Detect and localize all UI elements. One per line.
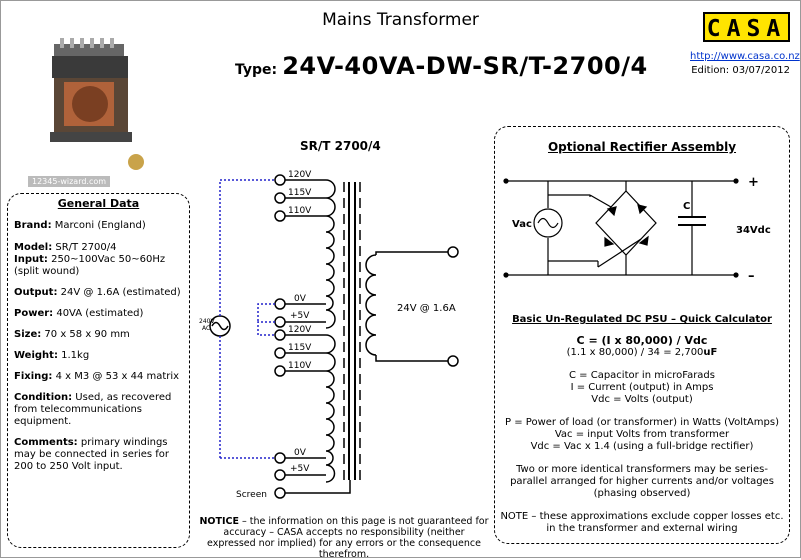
tap-120-b: 120V: [288, 325, 312, 335]
comments-label: Comments:: [14, 437, 78, 448]
primary-jumper: [257, 321, 275, 336]
input-label: Input:: [14, 254, 48, 265]
primary-coil-a: [325, 179, 336, 329]
schematic-title: SR/T 2700/4: [300, 139, 381, 153]
page-title: Mains Transformer: [322, 10, 479, 30]
transformer-schematic: 120V 115V 110V 0V +5V 120V 115V 110V 0V …: [199, 170, 459, 500]
rect-cap-label: C: [683, 201, 690, 212]
rectifier-panel: [494, 126, 790, 544]
rect-vac-label: Vac: [512, 219, 532, 230]
type-line: Type: 24V-40VA-DW-SR/T-2700/4: [235, 52, 648, 80]
brand-row: Brand: Marconi (England): [14, 220, 183, 232]
power-row: Power: 40VA (estimated): [14, 308, 183, 320]
tap-110-b: 110V: [288, 361, 312, 371]
weight-row: Weight: 1.1kg: [14, 350, 183, 362]
screen-lead: [285, 480, 351, 494]
power-label: Power:: [14, 308, 54, 319]
rect-minus: –: [748, 269, 755, 284]
primary-b-leads: [274, 329, 326, 481]
calculator-subtitle: Basic Un-Regulated DC PSU – Quick Calcul…: [512, 314, 772, 325]
calc-def-5: Vac = input Volts from transformer: [554, 429, 730, 440]
size-label: Size:: [14, 329, 42, 340]
website-link[interactable]: http://www.casa.co.nz: [690, 51, 800, 62]
type-label: Type:: [235, 62, 278, 78]
calc-def-1: C = Capacitor in microFarads: [569, 370, 715, 381]
ac-source-sine: [211, 321, 229, 331]
fixing-label: Fixing:: [14, 371, 53, 382]
type-value: 24V-40VA-DW-SR/T-2700/4: [282, 52, 648, 80]
transformer-photo: [50, 38, 144, 170]
comments-row: Comments: primary windings may be connec…: [14, 437, 183, 473]
notice-body: – the information on this page is not gu…: [207, 516, 489, 560]
tap-120-a: 120V: [288, 170, 312, 180]
size-row: Size: 70 x 58 x 90 mm: [14, 329, 183, 341]
input-row: Input: 250~100Vac 50~60Hz (split wound): [14, 254, 183, 278]
tap-0-a: 0V: [294, 294, 307, 304]
calc-def-3: Vdc = Volts (output): [591, 394, 693, 405]
weight-value: 1.1kg: [57, 350, 90, 361]
calc-para-1: Two or more identical transformers may b…: [510, 464, 774, 499]
rectifier-schematic: Vac C 34Vdc + –: [503, 175, 771, 284]
output-row: Output: 24V @ 1.6A (estimated): [14, 287, 183, 299]
brand-label: Brand:: [14, 220, 52, 231]
source-label-2: AC: [202, 325, 210, 332]
model-row: Model: SR/T 2700/4: [14, 242, 183, 254]
rect-vdc-label: 34Vdc: [736, 225, 771, 236]
notice-text: NOTICE – the information on this page is…: [198, 516, 490, 560]
condition-row: Condition: Used, as recovered from telec…: [14, 392, 183, 428]
casa-logo: CASA: [703, 12, 790, 42]
power-value: 40VA (estimated): [53, 308, 144, 319]
tap-0-b: 0V: [294, 448, 307, 458]
brand-value: Marconi (England): [51, 220, 146, 231]
secondary-coil: [365, 254, 377, 356]
fixing-row: Fixing: 4 x M3 @ 53 x 44 matrix: [14, 371, 183, 383]
tap-5-b: +5V: [290, 464, 310, 474]
output-label: Output:: [14, 287, 58, 298]
secondary-lead-bottom: [375, 355, 448, 362]
output-label: 24V @ 1.6A: [397, 303, 456, 314]
general-data-title: General Data: [57, 197, 140, 210]
primary-jumper-2: [257, 303, 275, 322]
tap-110-a: 110V: [288, 206, 312, 216]
calculator-section: Basic Un-Regulated DC PSU – Quick Calcul…: [494, 314, 790, 535]
rectifier-title: Optional Rectifier Assembly: [547, 140, 737, 154]
calc-para-2: NOTE – these approximations exclude copp…: [500, 511, 784, 534]
tap-115-b: 115V: [288, 343, 312, 353]
calculator-example: (1.1 x 80,000) / 34 = 2,700uF: [494, 347, 790, 359]
condition-label: Condition:: [14, 392, 73, 403]
general-data-panel: General Data Brand: Marconi (England) Mo…: [7, 193, 190, 548]
calc-def-6: Vdc = Vac x 1.4 (using a full-bridge rec…: [530, 441, 754, 452]
condition-value: Used, as recovered from telecommunicatio…: [14, 392, 172, 427]
calculator-example-text: (1.1 x 80,000) / 34 = 2,700: [566, 347, 704, 358]
calc-def-4: P = Power of load (or transformer) in Wa…: [505, 417, 779, 428]
input-value: 250~100Vac 50~60Hz (split wound): [14, 254, 166, 277]
notice-label: NOTICE: [199, 516, 239, 527]
primary-a-leads: [274, 174, 326, 328]
rect-plus: +: [748, 175, 759, 190]
screen-label: Screen: [236, 490, 267, 500]
secondary-lead-top: [375, 251, 448, 255]
model-label: Model:: [14, 242, 53, 253]
comments-value: primary windings may be connected in ser…: [14, 437, 170, 472]
calculator-example-unit: uF: [703, 347, 718, 358]
tap-5-a: +5V: [290, 311, 310, 321]
output-value: 24V @ 1.6A (estimated): [57, 287, 181, 298]
calculator-formula: C = (I x 80,000) / Vdc: [576, 334, 708, 347]
photo-watermark: 12345-wizard.com: [28, 176, 111, 187]
calc-def-2: I = Current (output) in Amps: [570, 382, 714, 393]
size-value: 70 x 58 x 90 mm: [41, 329, 130, 340]
weight-label: Weight:: [14, 350, 58, 361]
tap-115-a: 115V: [288, 188, 312, 198]
edition-date: Edition: 03/07/2012: [691, 65, 790, 76]
source-label-1: 240V: [199, 318, 215, 325]
model-value: SR/T 2700/4: [52, 242, 117, 253]
fixing-value: 4 x M3 @ 53 x 44 matrix: [52, 371, 180, 382]
primary-coil-b: [325, 334, 336, 483]
